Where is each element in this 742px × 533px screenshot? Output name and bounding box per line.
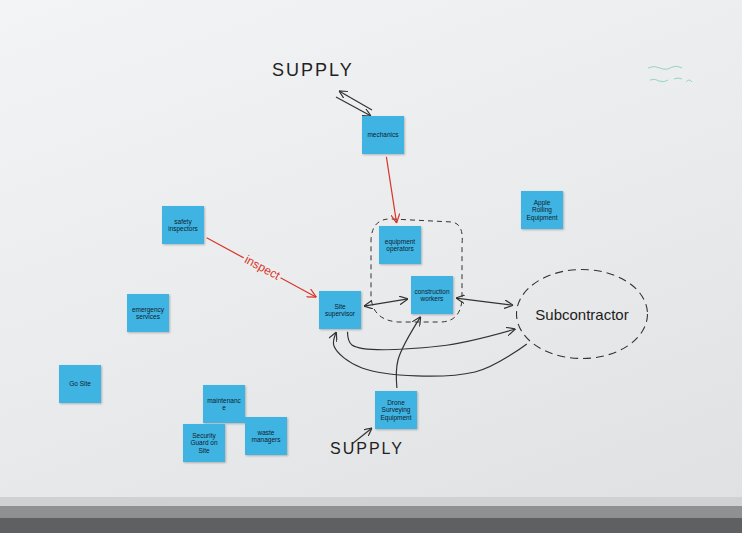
node-text: maintenance <box>206 397 242 412</box>
node-text: equipment operators <box>382 238 418 253</box>
connector <box>386 157 396 223</box>
board-tray <box>0 506 742 518</box>
node-text: mechanics <box>365 131 401 138</box>
sticky-note: Go Site <box>59 365 101 403</box>
sticky-note: Site supervisor <box>319 291 361 329</box>
sticky-note: maintenance <box>203 385 245 423</box>
connector <box>364 299 408 306</box>
connector <box>347 329 515 350</box>
node-text: Security Guard on Site <box>186 432 222 454</box>
scribble <box>648 66 682 69</box>
scribble <box>650 78 692 82</box>
node-text: Go Site <box>62 380 98 387</box>
edge-label: inspect <box>240 252 283 284</box>
sticky-note: Apple Rolling Equipment <box>521 191 563 229</box>
group-outline <box>371 219 462 322</box>
board-label: SUPPLY <box>330 440 404 458</box>
board-label: SUPPLY <box>272 60 354 81</box>
sticky-note: Security Guard on Site <box>183 424 225 462</box>
board-tray <box>0 497 742 506</box>
board-tray <box>0 518 742 533</box>
connector <box>334 332 527 376</box>
sticky-note: Drone Surveying Equipment <box>375 391 417 429</box>
group-ellipse: Subcontractor <box>515 268 649 360</box>
supply-arrow <box>339 91 372 110</box>
node-text: emergency services <box>130 306 166 321</box>
node-text: Apple Rolling Equipment <box>524 199 560 221</box>
connector <box>207 238 317 297</box>
connector <box>396 317 420 388</box>
node-text: Drone Surveying Equipment <box>378 399 414 421</box>
sticky-note: equipment operators <box>379 226 421 264</box>
node-text: construction workers <box>414 288 450 303</box>
node-text: safety inspectors <box>165 218 201 233</box>
connector <box>456 298 513 305</box>
sticky-note: safety inspectors <box>162 206 204 244</box>
sticky-note: mechanics <box>362 116 404 154</box>
sticky-note: construction workers <box>411 276 453 314</box>
sticky-note: emergency services <box>127 294 169 332</box>
node-text: waste managers <box>248 429 284 444</box>
ellipse-outline <box>517 270 648 359</box>
sticky-note: waste managers <box>245 417 287 455</box>
node-text: Subcontractor <box>535 306 628 323</box>
node-text: Site supervisor <box>322 303 358 318</box>
